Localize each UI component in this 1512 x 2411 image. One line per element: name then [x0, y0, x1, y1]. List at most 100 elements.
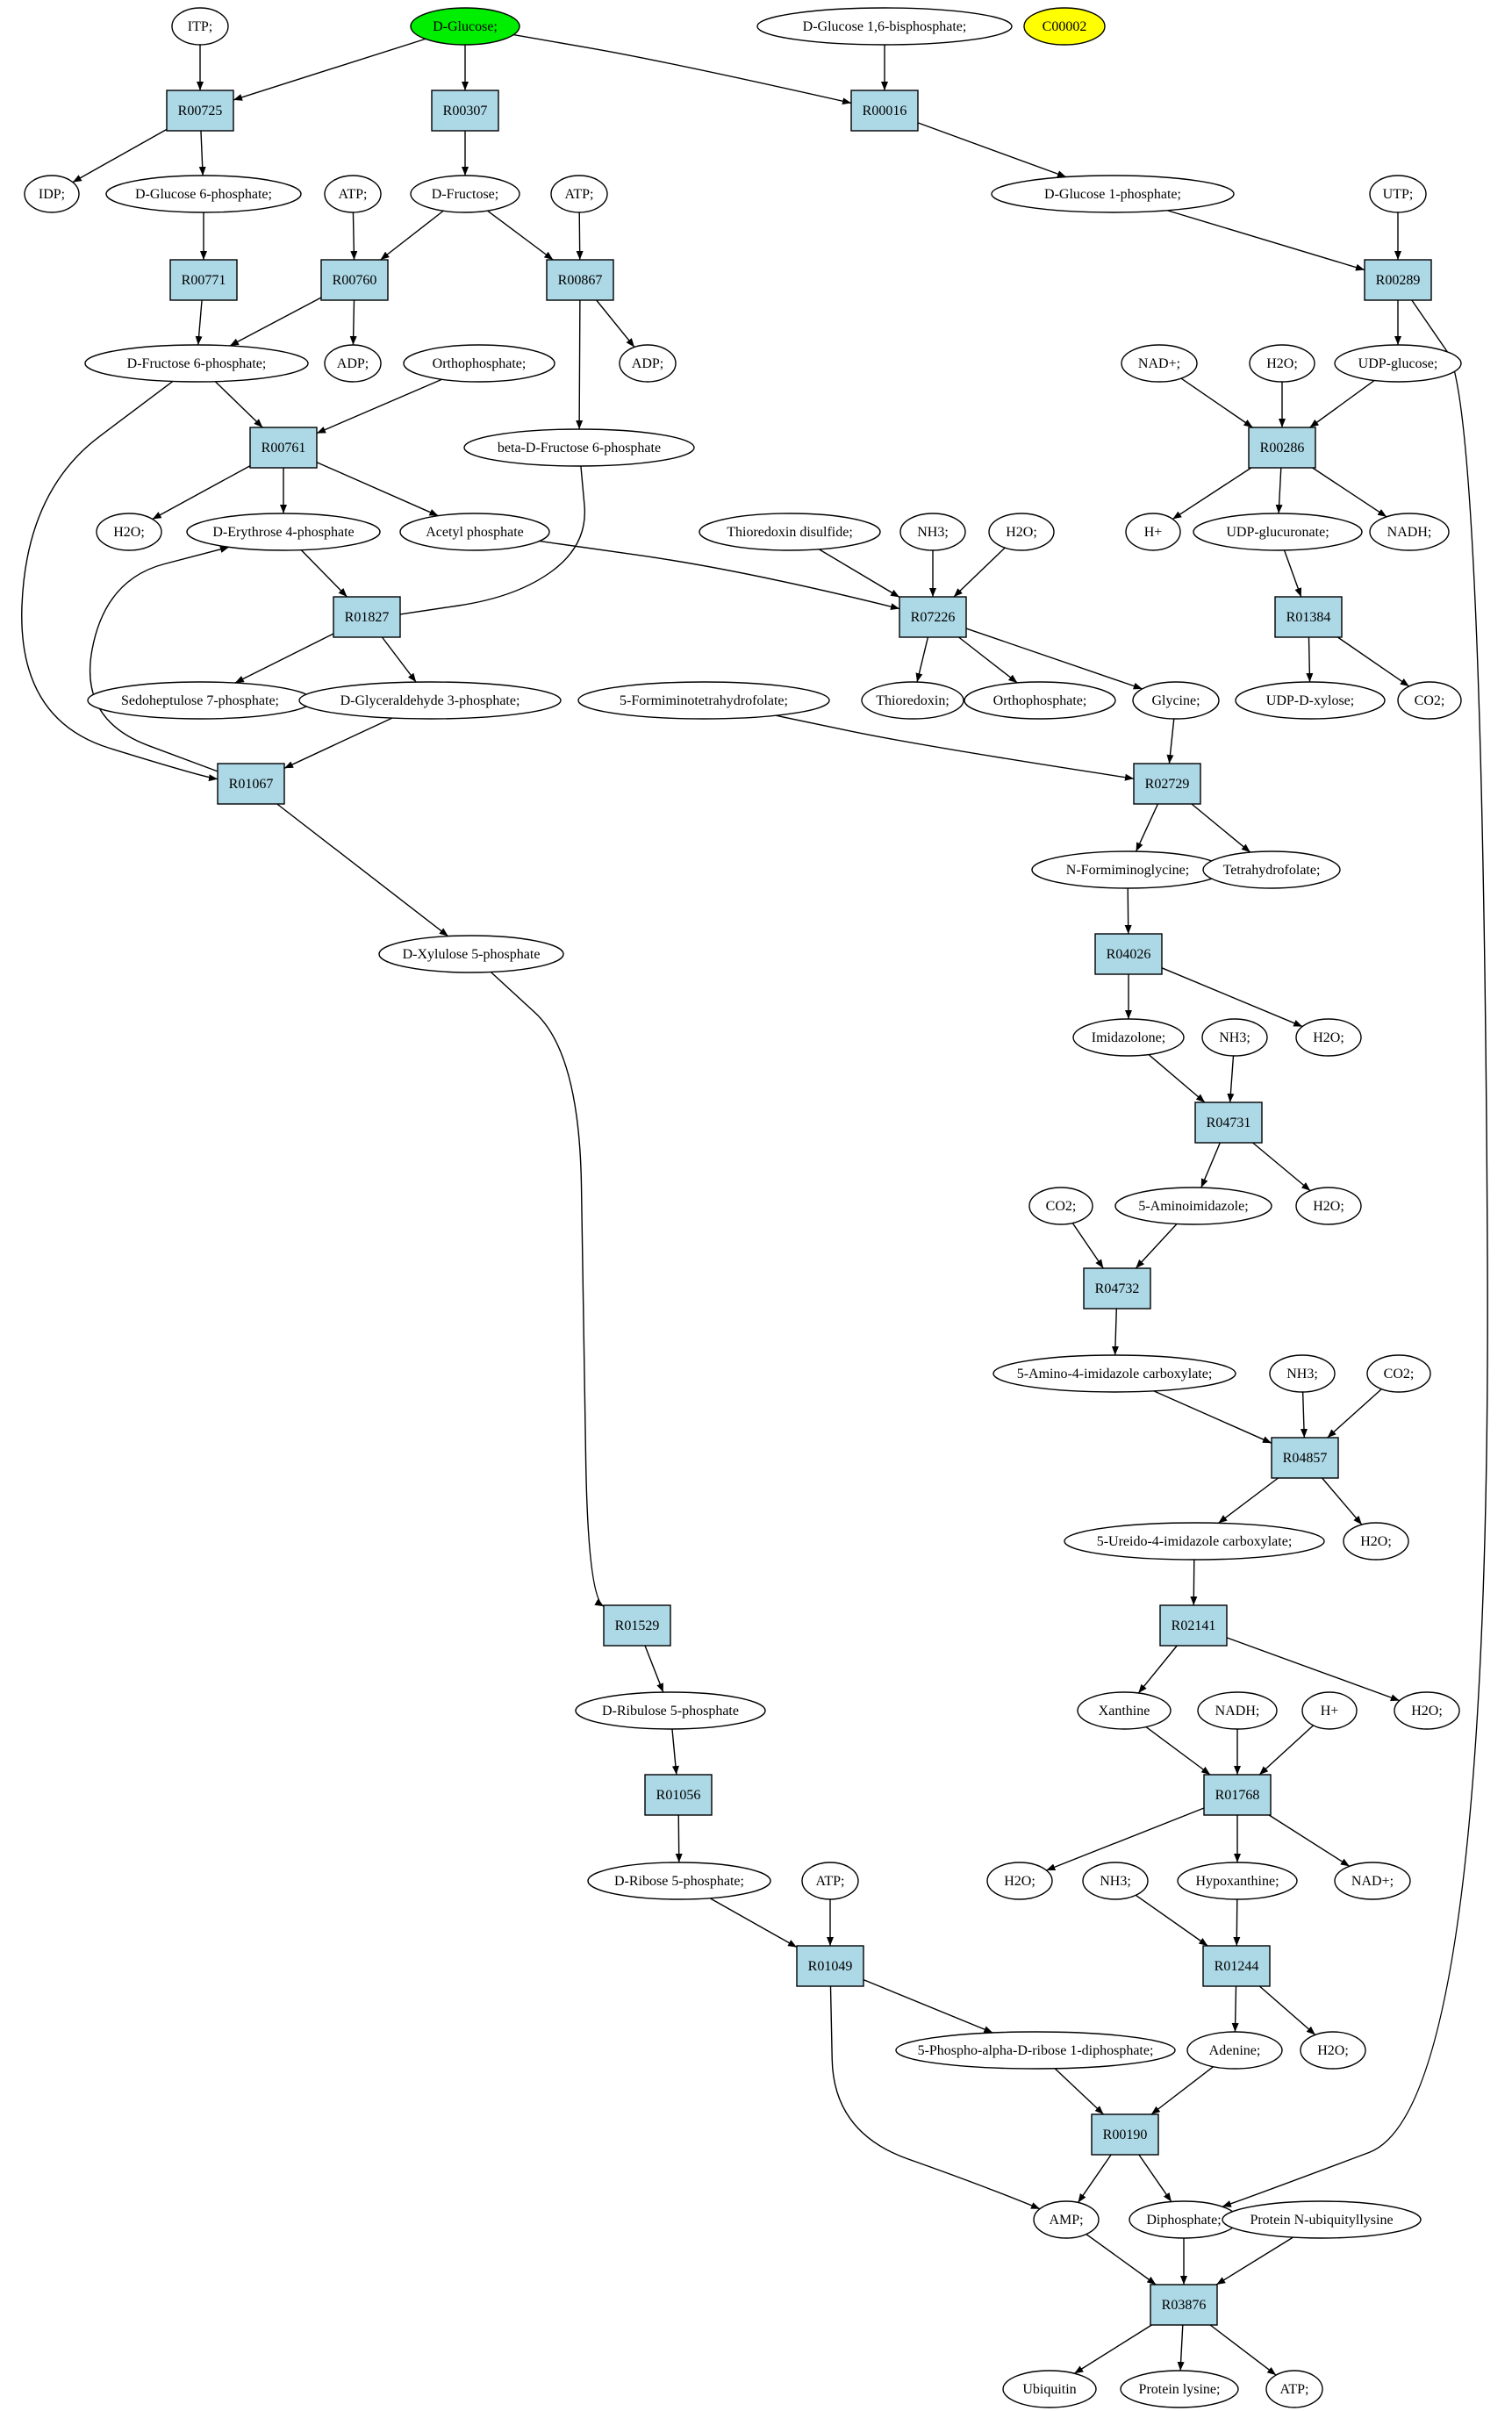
edge-nh3c-to-r04857 — [1300, 1391, 1308, 1439]
reaction-node-r01049[interactable]: R01049 — [796, 1945, 864, 1987]
compound-node-amp[interactable]: AMP; — [1033, 2200, 1100, 2239]
compound-node-aicx[interactable]: 5-Amino-4-imidazole carboxylate; — [992, 1354, 1236, 1393]
compound-node-diph[interactable]: Diphosphate; — [1129, 2200, 1239, 2239]
reaction-node-r01244[interactable]: R01244 — [1202, 1945, 1271, 1987]
compound-node-dru5p[interactable]: D-Ribulose 5-phosphate — [575, 1691, 766, 1730]
compound-node-gly[interactable]: Glycine; — [1132, 681, 1220, 720]
compound-node-trxds[interactable]: Thioredoxin disulfide; — [699, 513, 881, 551]
compound-node-c00002[interactable]: C00002 — [1023, 7, 1106, 46]
reaction-node-r07226[interactable]: R07226 — [899, 596, 967, 638]
reaction-node-r01827[interactable]: R01827 — [333, 596, 401, 638]
reaction-node-r01056[interactable]: R01056 — [644, 1774, 713, 1816]
reaction-node-r00307[interactable]: R00307 — [431, 90, 499, 132]
compound-node-atp4[interactable]: ATP; — [1265, 2370, 1323, 2408]
compound-node-dg6p[interactable]: D-Glucose 6-phosphate; — [105, 175, 302, 213]
reaction-node-r02729[interactable]: R02729 — [1133, 763, 1201, 805]
compound-node-aimd[interactable]: 5-Aminoimidazole; — [1114, 1187, 1272, 1225]
compound-node-prpp[interactable]: 5-Phospho-alpha-D-ribose 1-diphosphate; — [895, 2031, 1176, 2070]
compound-node-nadh1[interactable]: NADH; — [1369, 513, 1450, 551]
compound-ellipse — [1082, 1862, 1149, 1900]
compound-node-adp2[interactable]: ADP; — [619, 344, 677, 383]
reaction-node-r00190[interactable]: R00190 — [1091, 2113, 1159, 2156]
compound-node-atp3[interactable]: ATP; — [801, 1862, 859, 1900]
compound-node-nadh2[interactable]: NADH; — [1197, 1691, 1278, 1730]
reaction-node-r04857[interactable]: R04857 — [1271, 1437, 1339, 1479]
reaction-node-r02141[interactable]: R02141 — [1159, 1604, 1228, 1647]
compound-node-atp2[interactable]: ATP; — [550, 175, 608, 213]
compound-node-h2o2[interactable]: H2O; — [96, 513, 162, 551]
compound-node-fthf[interactable]: 5-Formiminotetrahydrofolate; — [577, 681, 830, 720]
compound-node-nad1[interactable]: NAD+; — [1121, 344, 1198, 383]
compound-node-dx5p[interactable]: D-Xylulose 5-phosphate — [378, 935, 564, 973]
reaction-node-r00867[interactable]: R00867 — [546, 259, 614, 301]
compound-node-xan[interactable]: Xanthine — [1077, 1691, 1172, 1730]
compound-node-co2b[interactable]: CO2; — [1028, 1187, 1093, 1225]
compound-node-dr5p[interactable]: D-Ribose 5-phosphate; — [587, 1862, 771, 1900]
reaction-node-r00725[interactable]: R00725 — [166, 90, 234, 132]
reaction-node-r00771[interactable]: R00771 — [169, 259, 238, 301]
compound-node-nfg[interactable]: N-Formiminoglycine; — [1031, 850, 1224, 889]
compound-node-dglc[interactable]: D-Glucose; — [410, 7, 520, 46]
compound-ellipse — [403, 344, 555, 383]
compound-node-de4p[interactable]: D-Erythrose 4-phosphate — [186, 513, 381, 551]
compound-node-h2o4[interactable]: H2O; — [1295, 1018, 1362, 1057]
compound-node-h2o7[interactable]: H2O; — [1394, 1691, 1460, 1730]
node-label: R00016 — [863, 104, 907, 118]
compound-node-ortho2[interactable]: Orthophosphate; — [964, 681, 1116, 720]
reaction-node-r01384[interactable]: R01384 — [1274, 596, 1343, 638]
compound-node-hp1[interactable]: H+ — [1125, 513, 1181, 551]
compound-node-h2o3[interactable]: H2O; — [988, 513, 1055, 551]
compound-node-hypx[interactable]: Hypoxanthine; — [1177, 1862, 1298, 1900]
reaction-node-r01067[interactable]: R01067 — [217, 763, 285, 805]
reaction-node-r01768[interactable]: R01768 — [1203, 1774, 1272, 1816]
compound-node-atp1[interactable]: ATP; — [324, 175, 382, 213]
compound-node-nh3a[interactable]: NH3; — [899, 513, 966, 551]
compound-node-h2o6[interactable]: H2O; — [1343, 1522, 1409, 1561]
compound-node-uicx[interactable]: 5-Ureido-4-imidazole carboxylate; — [1064, 1522, 1325, 1561]
compound-node-adp1[interactable]: ADP; — [324, 344, 382, 383]
compound-node-ade[interactable]: Adenine; — [1186, 2031, 1283, 2070]
compound-node-co2c[interactable]: CO2; — [1366, 1354, 1431, 1393]
reaction-node-r00289[interactable]: R00289 — [1364, 259, 1432, 301]
compound-node-dg1p[interactable]: D-Glucose 1-phosphate; — [991, 175, 1235, 213]
compound-node-nh3d[interactable]: NH3; — [1082, 1862, 1149, 1900]
compound-node-plys[interactable]: Protein lysine; — [1120, 2370, 1239, 2408]
compound-node-s7p[interactable]: Sedoheptulose 7-phosphate; — [87, 681, 313, 720]
compound-node-acp[interactable]: Acetyl phosphate — [399, 513, 550, 551]
reaction-node-r00016[interactable]: R00016 — [850, 90, 919, 132]
compound-node-udpx[interactable]: UDP-D-xylose; — [1235, 681, 1386, 720]
compound-node-ortho1[interactable]: Orthophosphate; — [403, 344, 555, 383]
compound-node-df6p[interactable]: D-Fructose 6-phosphate; — [84, 344, 309, 383]
compound-node-udpg[interactable]: UDP-glucose; — [1334, 344, 1462, 383]
compound-node-dfru[interactable]: D-Fructose; — [410, 175, 520, 213]
reaction-node-r01529[interactable]: R01529 — [603, 1604, 671, 1647]
reaction-node-r04026[interactable]: R04026 — [1094, 933, 1163, 975]
reaction-node-r00761[interactable]: R00761 — [249, 427, 318, 469]
compound-node-idp[interactable]: IDP; — [24, 175, 80, 213]
compound-node-pnul[interactable]: Protein N-ubiquityllysine — [1222, 2200, 1422, 2239]
compound-node-bdf6p[interactable]: beta-D-Fructose 6-phosphate — [463, 428, 695, 467]
compound-node-h2o5[interactable]: H2O; — [1295, 1187, 1362, 1225]
compound-node-thf[interactable]: Tetrahydrofolate; — [1202, 850, 1341, 889]
compound-node-utp[interactable]: UTP; — [1369, 175, 1427, 213]
reaction-node-r04731[interactable]: R04731 — [1194, 1101, 1263, 1144]
compound-node-udpga[interactable]: UDP-glucuronate; — [1193, 513, 1363, 551]
compound-node-ubq[interactable]: Ubiquitin — [1002, 2370, 1097, 2408]
compound-node-co2a[interactable]: CO2; — [1397, 681, 1462, 720]
compound-node-h2o9[interactable]: H2O; — [1300, 2031, 1366, 2070]
compound-node-itp[interactable]: ITP; — [171, 7, 229, 46]
compound-node-dg16[interactable]: D-Glucose 1,6-bisphosphate; — [756, 7, 1013, 46]
reaction-node-r04732[interactable]: R04732 — [1083, 1267, 1151, 1310]
reaction-node-r00760[interactable]: R00760 — [320, 259, 389, 301]
compound-node-ga3p[interactable]: D-Glyceraldehyde 3-phosphate; — [298, 681, 562, 720]
compound-node-nad2[interactable]: NAD+; — [1334, 1862, 1411, 1900]
compound-node-h2o8[interactable]: H2O; — [986, 1862, 1053, 1900]
compound-node-trx[interactable]: Thioredoxin; — [861, 681, 964, 720]
reaction-node-r03876[interactable]: R03876 — [1150, 2284, 1218, 2326]
reaction-node-r00286[interactable]: R00286 — [1248, 427, 1316, 469]
compound-node-hp2[interactable]: H+ — [1301, 1691, 1358, 1730]
compound-node-nh3b[interactable]: NH3; — [1201, 1018, 1268, 1057]
compound-node-h2o1[interactable]: H2O; — [1249, 344, 1315, 383]
compound-node-nh3c[interactable]: NH3; — [1269, 1354, 1336, 1393]
compound-node-imdz[interactable]: Imidazolone; — [1072, 1018, 1185, 1057]
